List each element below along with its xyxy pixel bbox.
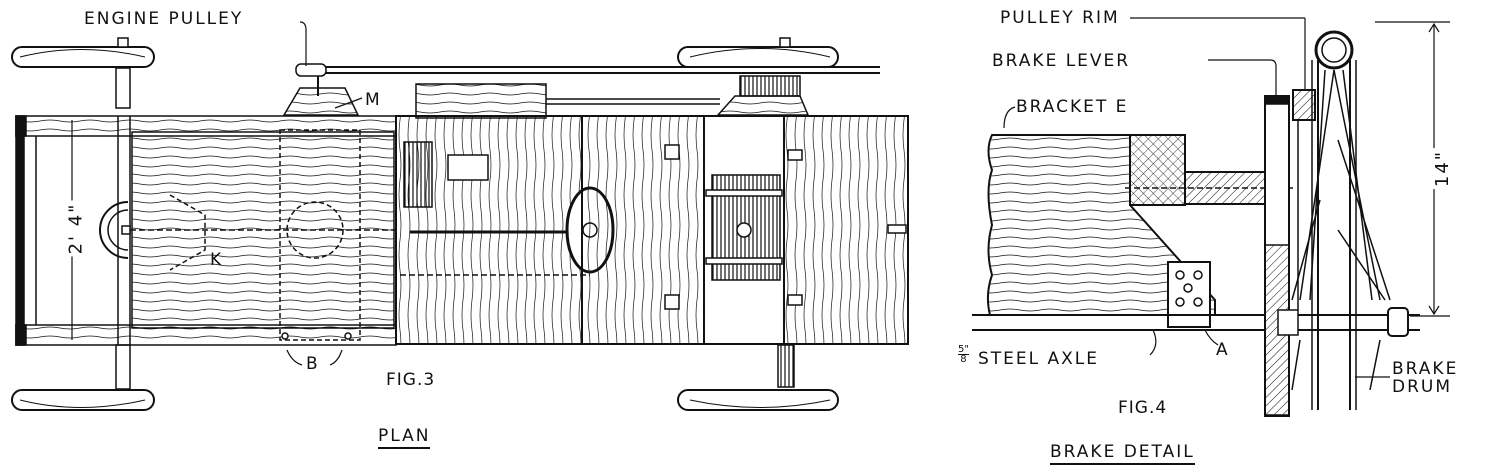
brake-drum-line2: DRUM: [1392, 377, 1453, 397]
front-left-wheel: [11, 37, 155, 109]
brake-lever-label: BRAKE LEVER: [992, 51, 1131, 71]
brake-drum-label: BRAKE DRUM: [1392, 360, 1458, 396]
fig4-brake-drawing: [972, 17, 1450, 417]
front-right-wheel: [11, 344, 155, 411]
rear-right-wheel: [677, 344, 839, 411]
m-label: M: [365, 90, 382, 110]
fraction-numerator: 5": [958, 344, 969, 355]
rear-left-wheel: [677, 37, 839, 68]
b-label: B: [306, 354, 320, 374]
fig3-caption-plan: PLAN: [378, 426, 431, 449]
k-label: K: [210, 250, 224, 270]
engine-pulley-label: ENGINE PULLEY: [84, 9, 244, 29]
diameter-dimension-label: 14": [1432, 147, 1454, 190]
bracket-e-label: BRACKET E: [1016, 97, 1129, 117]
fig3-label: FIG.3: [386, 370, 436, 390]
fig4-caption-brake-detail: BRAKE DETAIL: [1050, 442, 1195, 465]
fig3-plan-drawing: [11, 21, 909, 411]
steel-axle-label: STEEL AXLE: [978, 349, 1100, 369]
fraction-denominator: 8: [960, 354, 967, 365]
brake-drum-line1: BRAKE: [1392, 359, 1459, 379]
fig4-label: FIG.4: [1118, 398, 1168, 418]
a-label: A: [1216, 340, 1230, 360]
axle-size-fraction: 5" 8: [958, 344, 969, 365]
width-dimension-label: 2' 4": [65, 200, 87, 257]
pulley-rim-label: PULLEY RIM: [1000, 8, 1120, 28]
